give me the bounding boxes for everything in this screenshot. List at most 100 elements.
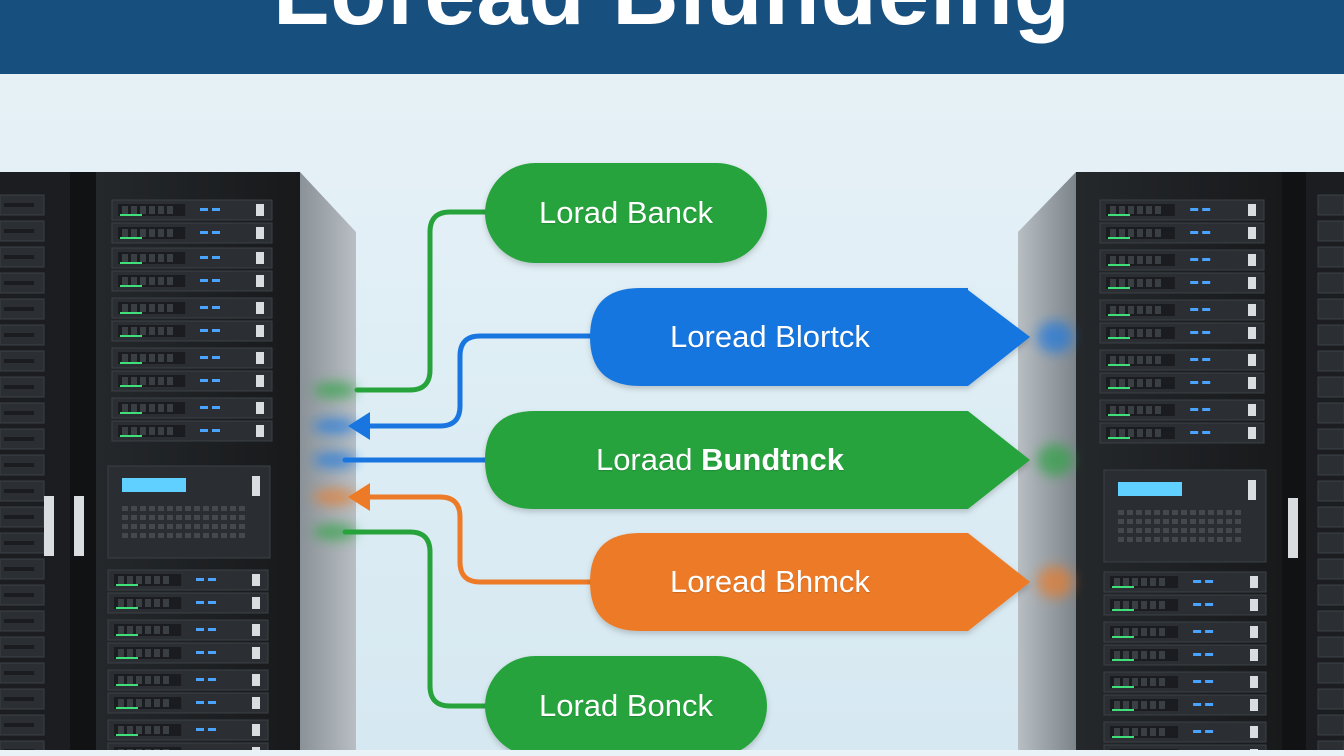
box-loraad-bundtnck [485,411,1030,509]
far-server-unit [0,610,45,632]
box-lorad-bonck [485,656,767,750]
server-unit [1099,399,1265,421]
server-unit [1103,721,1267,743]
server-unit [1099,349,1265,371]
far-server-unit [0,688,45,710]
far-server-unit [1317,298,1344,320]
right-server-units [1099,194,1344,750]
server-unit [107,742,269,750]
left-far-server-units [0,194,84,750]
connector-blue [357,333,603,429]
far-server-unit [0,714,45,736]
far-server-unit [1317,636,1344,658]
server-unit [111,247,273,269]
server-unit [1099,222,1265,244]
far-server-unit [0,506,45,528]
server-unit [1103,694,1267,716]
server-unit [107,592,269,614]
server-unit [111,370,273,392]
far-server-unit [0,220,45,242]
page-title: Loread Blundeing [0,0,1344,48]
far-server-unit [0,584,45,606]
far-server-unit [0,532,45,554]
far-server-unit [0,194,45,216]
server-unit [107,669,269,691]
connector-lines [342,209,603,709]
server-unit [111,397,273,419]
far-server-unit [0,740,45,750]
far-server-unit [0,376,45,398]
far-server-unit [0,298,45,320]
far-server-unit [1317,688,1344,710]
box-label-regular-part: Loraad [595,442,702,477]
box-loread-blortck [590,288,1030,386]
server-unit [1099,272,1265,294]
connector-green-top [354,209,503,393]
box-label-lorad-banck: Lorad Banck [538,195,714,230]
far-server-unit [1317,194,1344,216]
server-unit [107,719,269,741]
server-unit [1099,322,1265,344]
server-unit [1099,299,1265,321]
server-unit [1103,671,1267,693]
blue-arrowhead-left [348,412,370,440]
server-unit [107,569,269,591]
left-server-units [107,199,273,750]
server-unit [111,199,273,221]
server-unit [111,270,273,292]
box-label-loread-bhmck: Loread Bhmck [670,564,870,599]
far-server-unit [0,662,45,684]
far-server-unit [1317,220,1344,242]
box-loread-bhmck [590,533,1030,631]
far-server-unit [0,246,45,268]
server-unit [1103,644,1267,666]
title-banner: Loread Blundeing [0,0,1344,74]
server-unit [1103,621,1267,643]
server-unit [1103,571,1267,593]
rack-handle [1288,498,1298,558]
far-server-unit [0,454,45,476]
far-server-unit [1317,428,1344,450]
far-server-unit [1317,480,1344,502]
far-server-unit [1317,402,1344,424]
box-lorad-banck [485,163,767,263]
box-label-loread-blortck: Loread Blortck [670,319,870,354]
server-unit [107,619,269,641]
storage-unit [107,465,271,559]
far-server-unit [1317,506,1344,528]
connector-green-bottom [342,529,503,709]
box-label-lorad-bonck: Lorad Bonck [538,688,714,723]
rack-handle [44,496,54,556]
box-label-bold-part: Bundtnck [701,442,845,477]
far-server-unit [0,272,45,294]
box-label-loraad-bundtnck: Loraad Bundtnck [485,411,955,509]
server-unit [1103,744,1267,750]
far-server-unit [0,324,45,346]
server-unit [1099,199,1265,221]
server-unit [111,222,273,244]
far-server-unit [1317,558,1344,580]
server-unit [1103,594,1267,616]
server-unit [111,420,273,442]
far-server-unit [0,350,45,372]
far-server-unit [1317,532,1344,554]
far-server-unit [1317,272,1344,294]
far-server-unit [0,558,45,580]
server-unit [107,642,269,664]
far-server-unit [1317,714,1344,736]
rack-handle [74,496,84,556]
server-unit [111,320,273,342]
far-server-unit [1317,246,1344,268]
far-server-unit [1317,610,1344,632]
connector-orange [359,494,603,585]
server-unit [111,297,273,319]
far-server-unit [0,636,45,658]
left-server-rack [0,172,356,750]
far-server-unit [1317,324,1344,346]
orange-arrowhead-left [348,483,370,511]
far-server-unit [1317,376,1344,398]
server-unit [1099,372,1265,394]
far-server-unit [1317,740,1344,750]
far-server-unit [1317,350,1344,372]
server-unit [1099,422,1265,444]
